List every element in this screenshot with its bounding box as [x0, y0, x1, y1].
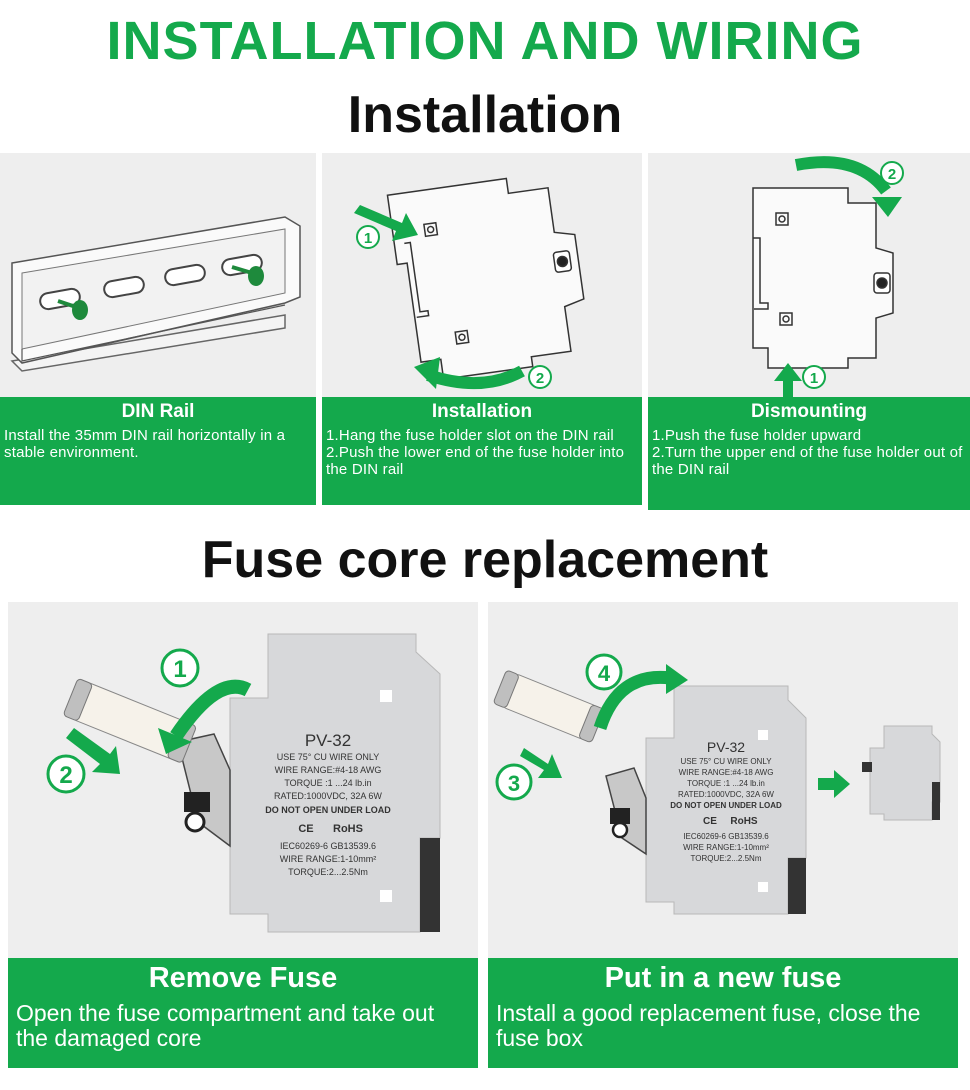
step-description: 1.Hang the fuse holder slot on the DIN r… [326, 427, 625, 478]
spec-line: IEC60269-6 GB13539.6 [280, 841, 376, 851]
label-line: WIRE RANGE:#4-18 AWG [275, 765, 382, 775]
caption-new-fuse: Put in a new fuse Install a good replace… [488, 958, 958, 1068]
insert-fuse-illustration: 3 4 PV-32 USE 75° CU WIRE ONLY WIRE RANG… [493, 653, 941, 915]
rohs-mark: RoHS [730, 816, 758, 827]
step-title: DIN Rail [121, 401, 195, 422]
arrow-remove-icon [158, 679, 252, 754]
label-line: RATED:1000VDC, 32A 6W [274, 791, 382, 801]
caption-din-rail: DIN Rail Install the 35mm DIN rail horiz… [0, 397, 316, 505]
step-description: Install the 35mm DIN rail horizontally i… [4, 427, 286, 461]
screw-icon [57, 299, 88, 320]
caption-installation: Installation 1.Hang the fuse holder slot… [322, 397, 642, 505]
step-marker-label: 4 [598, 661, 611, 686]
section-title-fuse-replacement: Fuse core replacement [201, 531, 769, 589]
ce-mark: CE [298, 823, 313, 835]
product-label: PV-32 USE 75° CU WIRE ONLY WIRE RANGE:#4… [670, 739, 782, 863]
step-marker-1: 1 [802, 365, 826, 389]
step-marker-1: 1 [356, 225, 380, 249]
panel-remove-fuse: 1 2 PV-32 USE 75° CU WIRE ONLY WIRE RANG… [8, 602, 478, 1068]
label-line: RATED:1000VDC, 32A 6W [678, 790, 774, 799]
arrow-pull-icon [66, 728, 120, 774]
step-marker-label: 2 [536, 370, 544, 387]
arrow-result-icon [818, 770, 850, 798]
page-title: INSTALLATION AND WIRING [106, 11, 864, 71]
step-marker-2: 2 [46, 754, 86, 794]
spec-line: TORQUE:2...2.5Nm [288, 867, 368, 877]
arrow-up-icon [774, 363, 802, 397]
label-line: TORQUE :1 ...24 lb.in [284, 778, 371, 788]
step-marker-label: 1 [810, 370, 818, 387]
panel-din-rail: DIN Rail Install the 35mm DIN rail horiz… [0, 153, 316, 505]
arrow-push-icon [354, 205, 418, 241]
step-marker-1: 1 [160, 648, 200, 688]
step-marker-2: 2 [528, 365, 552, 389]
step-marker-label: 1 [173, 656, 186, 683]
step-marker-label: 3 [508, 771, 520, 796]
step-description: Install a good replacement fuse, close t… [496, 1000, 921, 1051]
model-label: PV-32 [707, 739, 745, 755]
fuse-holder-mount-illustration: 1 2 [354, 177, 585, 389]
step-marker-3: 3 [495, 763, 533, 801]
step-title: Installation [431, 401, 533, 422]
rohs-mark: RoHS [333, 823, 363, 835]
closed-fuse-holder-icon [862, 725, 941, 821]
step-marker-label: 2 [888, 166, 896, 183]
screw-icon [231, 265, 264, 286]
step-title: Dismounting [750, 401, 868, 422]
label-line: TORQUE :1 ...24 lb.in [687, 779, 765, 788]
arrow-close-icon [593, 664, 688, 731]
panel-new-fuse: 3 4 PV-32 USE 75° CU WIRE ONLY WIRE RANG… [488, 602, 958, 1068]
step-description: Open the fuse compartment and take out t… [16, 1000, 435, 1051]
section-title-installation: Installation [347, 86, 623, 144]
step-marker-4: 4 [585, 653, 623, 691]
model-label: PV-32 [305, 731, 351, 750]
remove-fuse-illustration: 1 2 PV-32 USE 75° CU WIRE ONLY WIRE RANG… [46, 633, 441, 933]
label-line: USE 75° CU WIRE ONLY [277, 752, 379, 762]
label-line: WIRE RANGE:#4-18 AWG [679, 768, 774, 777]
panel-installation: 1 2 Installation 1.Hang the fuse holder … [322, 153, 642, 505]
step-description: 1.Push the fuse holder upward 2.Turn the… [652, 427, 963, 478]
arrow-rotate-icon [794, 156, 902, 217]
ce-mark: CE [703, 816, 717, 827]
warning-label: DO NOT OPEN UNDER LOAD [670, 801, 782, 810]
caption-remove-fuse: Remove Fuse Open the fuse compartment an… [8, 958, 478, 1068]
caption-dismounting: Dismounting 1.Push the fuse holder upwar… [648, 397, 970, 510]
arrow-rotate-icon [414, 357, 525, 389]
spec-line: WIRE RANGE:1-10mm² [280, 854, 377, 864]
step-marker-2: 2 [880, 161, 904, 185]
step-title: Put in a new fuse [604, 962, 842, 994]
spec-line: WIRE RANGE:1-10mm² [683, 843, 769, 852]
product-label: PV-32 USE 75° CU WIRE ONLY WIRE RANGE:#4… [265, 731, 391, 877]
step-title: Remove Fuse [148, 962, 338, 994]
spec-line: IEC60269-6 GB13539.6 [683, 832, 769, 841]
din-rail-illustration [10, 216, 301, 372]
label-line: USE 75° CU WIRE ONLY [680, 757, 772, 766]
arrow-insert-icon [520, 748, 562, 778]
fuse-core-icon [493, 670, 605, 743]
panel-dismounting: 2 1 Dismounting 1.Push the fuse holder u… [648, 153, 970, 510]
fuse-holder-dismount-illustration: 2 1 [752, 156, 904, 397]
step-marker-label: 2 [59, 762, 72, 789]
warning-label: DO NOT OPEN UNDER LOAD [265, 805, 391, 815]
step-marker-label: 1 [364, 230, 372, 247]
spec-line: TORQUE:2...2.5Nm [691, 854, 762, 863]
